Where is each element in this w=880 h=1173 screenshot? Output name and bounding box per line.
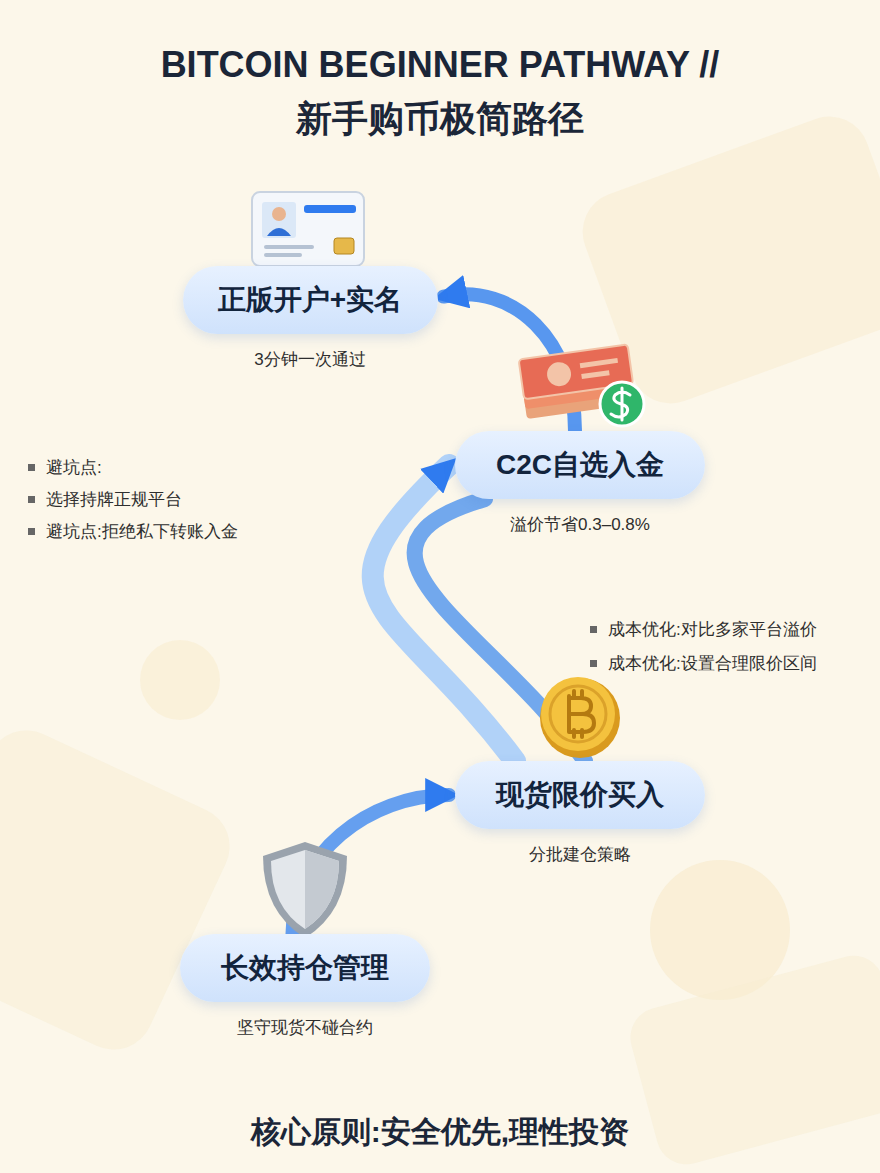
step-title: 正版开户+实名 (218, 281, 402, 319)
bullet-square (590, 626, 597, 633)
bullet-note: 选择持牌正规平台 (28, 488, 182, 511)
note-text: 选择持牌正规平台 (46, 490, 182, 509)
cash-stack-icon (519, 344, 644, 426)
step-note: 分批建仓策略 (529, 843, 631, 866)
id-card-icon (252, 192, 364, 266)
step-pill: 现货限价买入分批建仓策略 (455, 761, 705, 829)
diagram-title: BITCOIN BEGINNER PATHWAY // 新手购币极简路径 (90, 38, 790, 146)
bullet-square (28, 464, 35, 471)
note-text: 成本优化:对比多家平台溢价 (608, 620, 817, 639)
shield-icon (263, 842, 347, 938)
bullet-square (590, 660, 597, 667)
bullet-square (28, 528, 35, 535)
step-note: 坚守现货不碰合约 (237, 1016, 373, 1039)
step-pill: C2C自选入金溢价节省0.3–0.8% (455, 431, 705, 499)
note-text: 避坑点: (46, 458, 102, 477)
step-pill: 正版开户+实名3分钟一次通过 (183, 266, 438, 334)
step-note: 溢价节省0.3–0.8% (510, 513, 650, 536)
step-title: 现货限价买入 (496, 776, 664, 814)
bitcoin-coin-icon (540, 677, 620, 758)
bullet-note: 成本优化:对比多家平台溢价 (590, 618, 817, 641)
step-title: 长效持仓管理 (221, 949, 389, 987)
bullet-note: 避坑点: (28, 456, 102, 479)
note-text: 避坑点:拒绝私下转账入金 (46, 522, 238, 541)
bullet-note: 避坑点:拒绝私下转账入金 (28, 520, 238, 543)
step-note: 3分钟一次通过 (254, 348, 365, 371)
bullet-note: 成本优化:设置合理限价区间 (590, 652, 817, 675)
step-title: C2C自选入金 (496, 446, 664, 484)
bullet-square (28, 496, 35, 503)
step-pill: 长效持仓管理坚守现货不碰合约 (180, 934, 430, 1002)
flow-arrow (293, 795, 450, 934)
diagram-caption: 核心原则:安全优先,理性投资 (0, 1112, 880, 1153)
note-text: 成本优化:设置合理限价区间 (608, 654, 817, 673)
